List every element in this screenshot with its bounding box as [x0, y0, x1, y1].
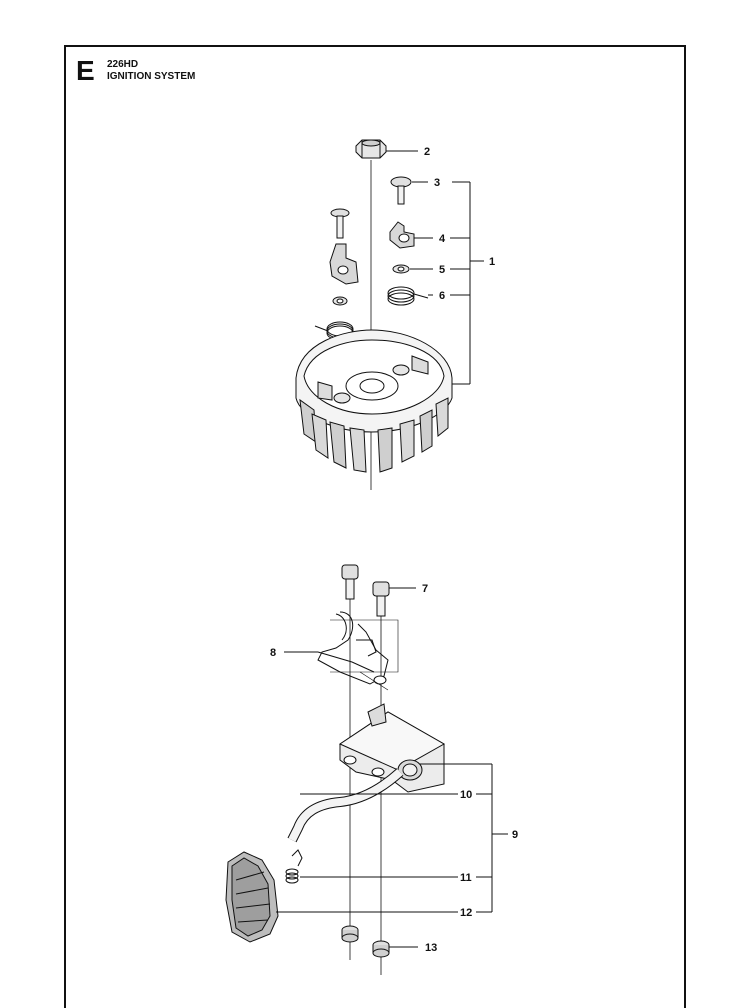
- module-bolt: [372, 581, 390, 617]
- section-title: IGNITION SYSTEM: [107, 71, 196, 82]
- pawl-screw-left: [330, 208, 350, 239]
- model-name: 226HD: [107, 59, 139, 70]
- flywheel-nut: [355, 139, 387, 159]
- callout-2: 2: [424, 146, 430, 158]
- callout-4: 4: [439, 233, 446, 245]
- flywheel: [295, 329, 453, 473]
- callout-5: 5: [439, 264, 445, 276]
- pawl: [389, 221, 415, 249]
- callout-6: 6: [439, 290, 445, 302]
- callout-13: 13: [425, 942, 437, 954]
- pawl-screw: [390, 176, 412, 205]
- callout-9: 9: [512, 829, 518, 841]
- callout-10: 10: [460, 789, 472, 801]
- ignition-coil: [338, 703, 446, 793]
- callout-12: 12: [460, 907, 472, 919]
- washer: [392, 264, 410, 274]
- spark-plug-terminal-spring: [285, 849, 303, 884]
- pawl-left: [329, 243, 359, 285]
- leader-lines-upper: [386, 150, 484, 385]
- pawl-spring: [387, 286, 429, 306]
- wire-harness: [317, 611, 399, 691]
- leader-lines-lower: [276, 587, 508, 948]
- callout-3: 3: [434, 177, 440, 189]
- spacer: [372, 940, 390, 958]
- section-letter: E: [76, 55, 95, 86]
- ht-lead: [287, 768, 404, 843]
- callout-11: 11: [460, 872, 472, 884]
- callout-8: 8: [270, 647, 276, 659]
- callout-7: 7: [422, 583, 428, 595]
- spacer-left: [341, 925, 359, 943]
- module-bolt-left: [341, 564, 359, 600]
- page-frame: E 226HD IGNITION SYSTEM: [64, 45, 686, 1008]
- washer-left: [332, 296, 348, 306]
- callout-1: 1: [489, 256, 495, 268]
- spark-plug-cap: [225, 851, 279, 943]
